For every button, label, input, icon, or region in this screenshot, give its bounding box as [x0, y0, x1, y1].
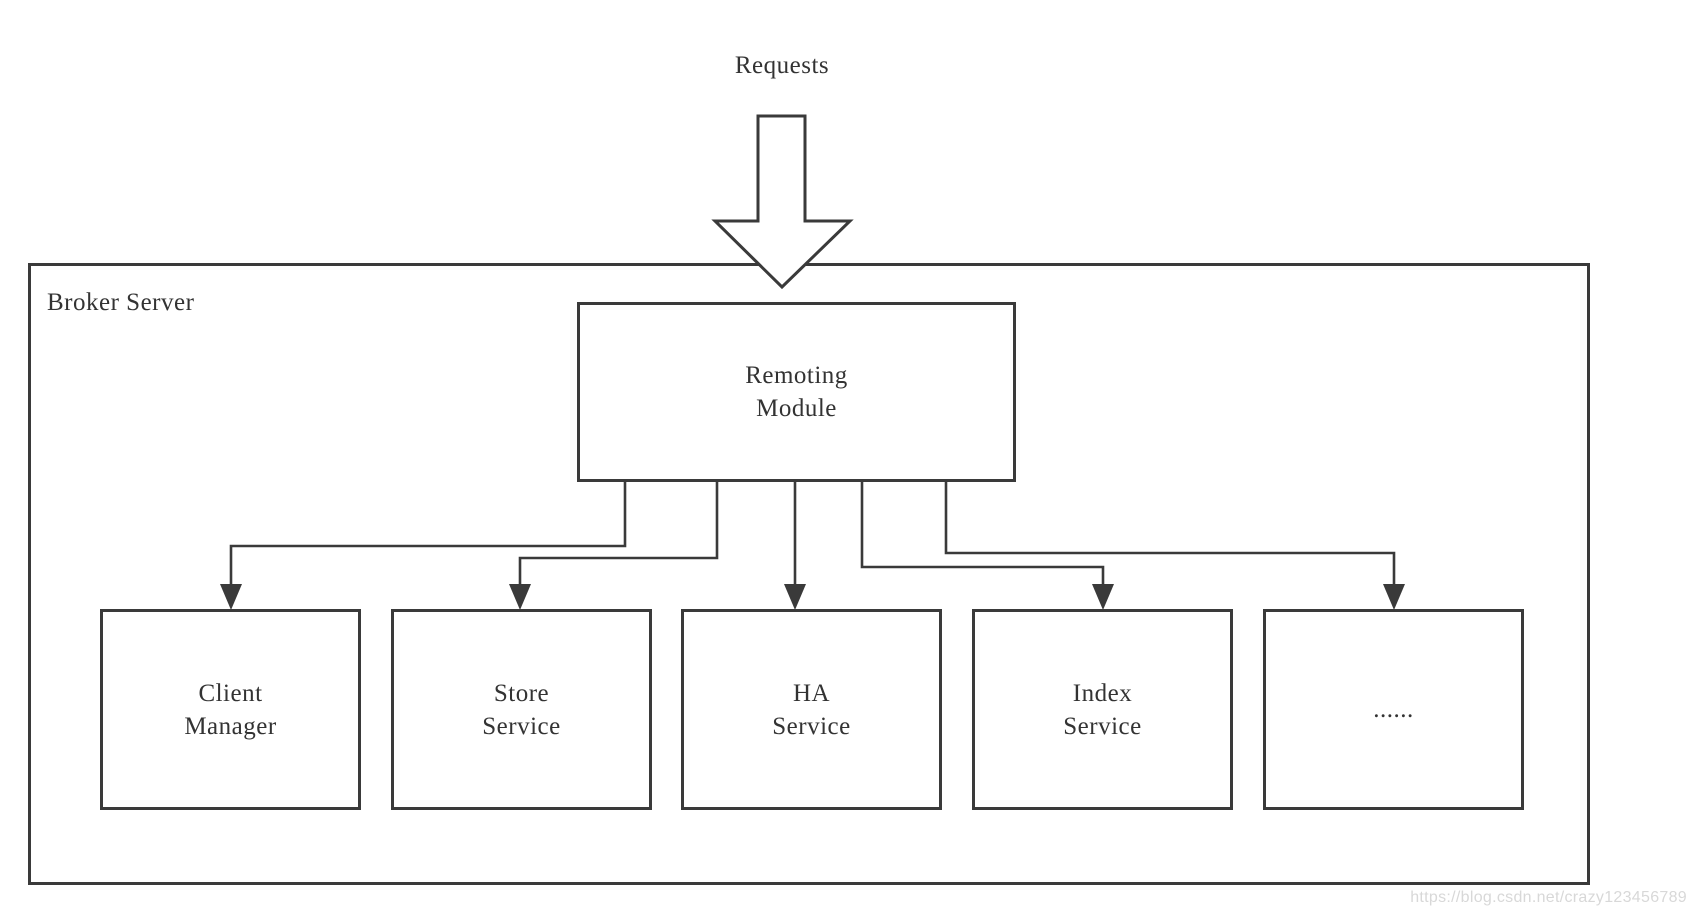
- node-ha-service: HA Service: [681, 609, 942, 810]
- node-index-service: Index Service: [972, 609, 1233, 810]
- node-remoting-module: Remoting Module: [577, 302, 1016, 482]
- requests-label: Requests: [734, 52, 830, 79]
- watermark-url: https://blog.csdn.net/crazy123456789: [1410, 889, 1687, 906]
- node-client-manager: Client Manager: [100, 609, 361, 810]
- node-ellipsis: ......: [1263, 609, 1524, 810]
- broker-server-label: Broker Server: [47, 289, 195, 316]
- node-store-service: Store Service: [391, 609, 652, 810]
- requests-down-arrow-icon: [711, 114, 854, 290]
